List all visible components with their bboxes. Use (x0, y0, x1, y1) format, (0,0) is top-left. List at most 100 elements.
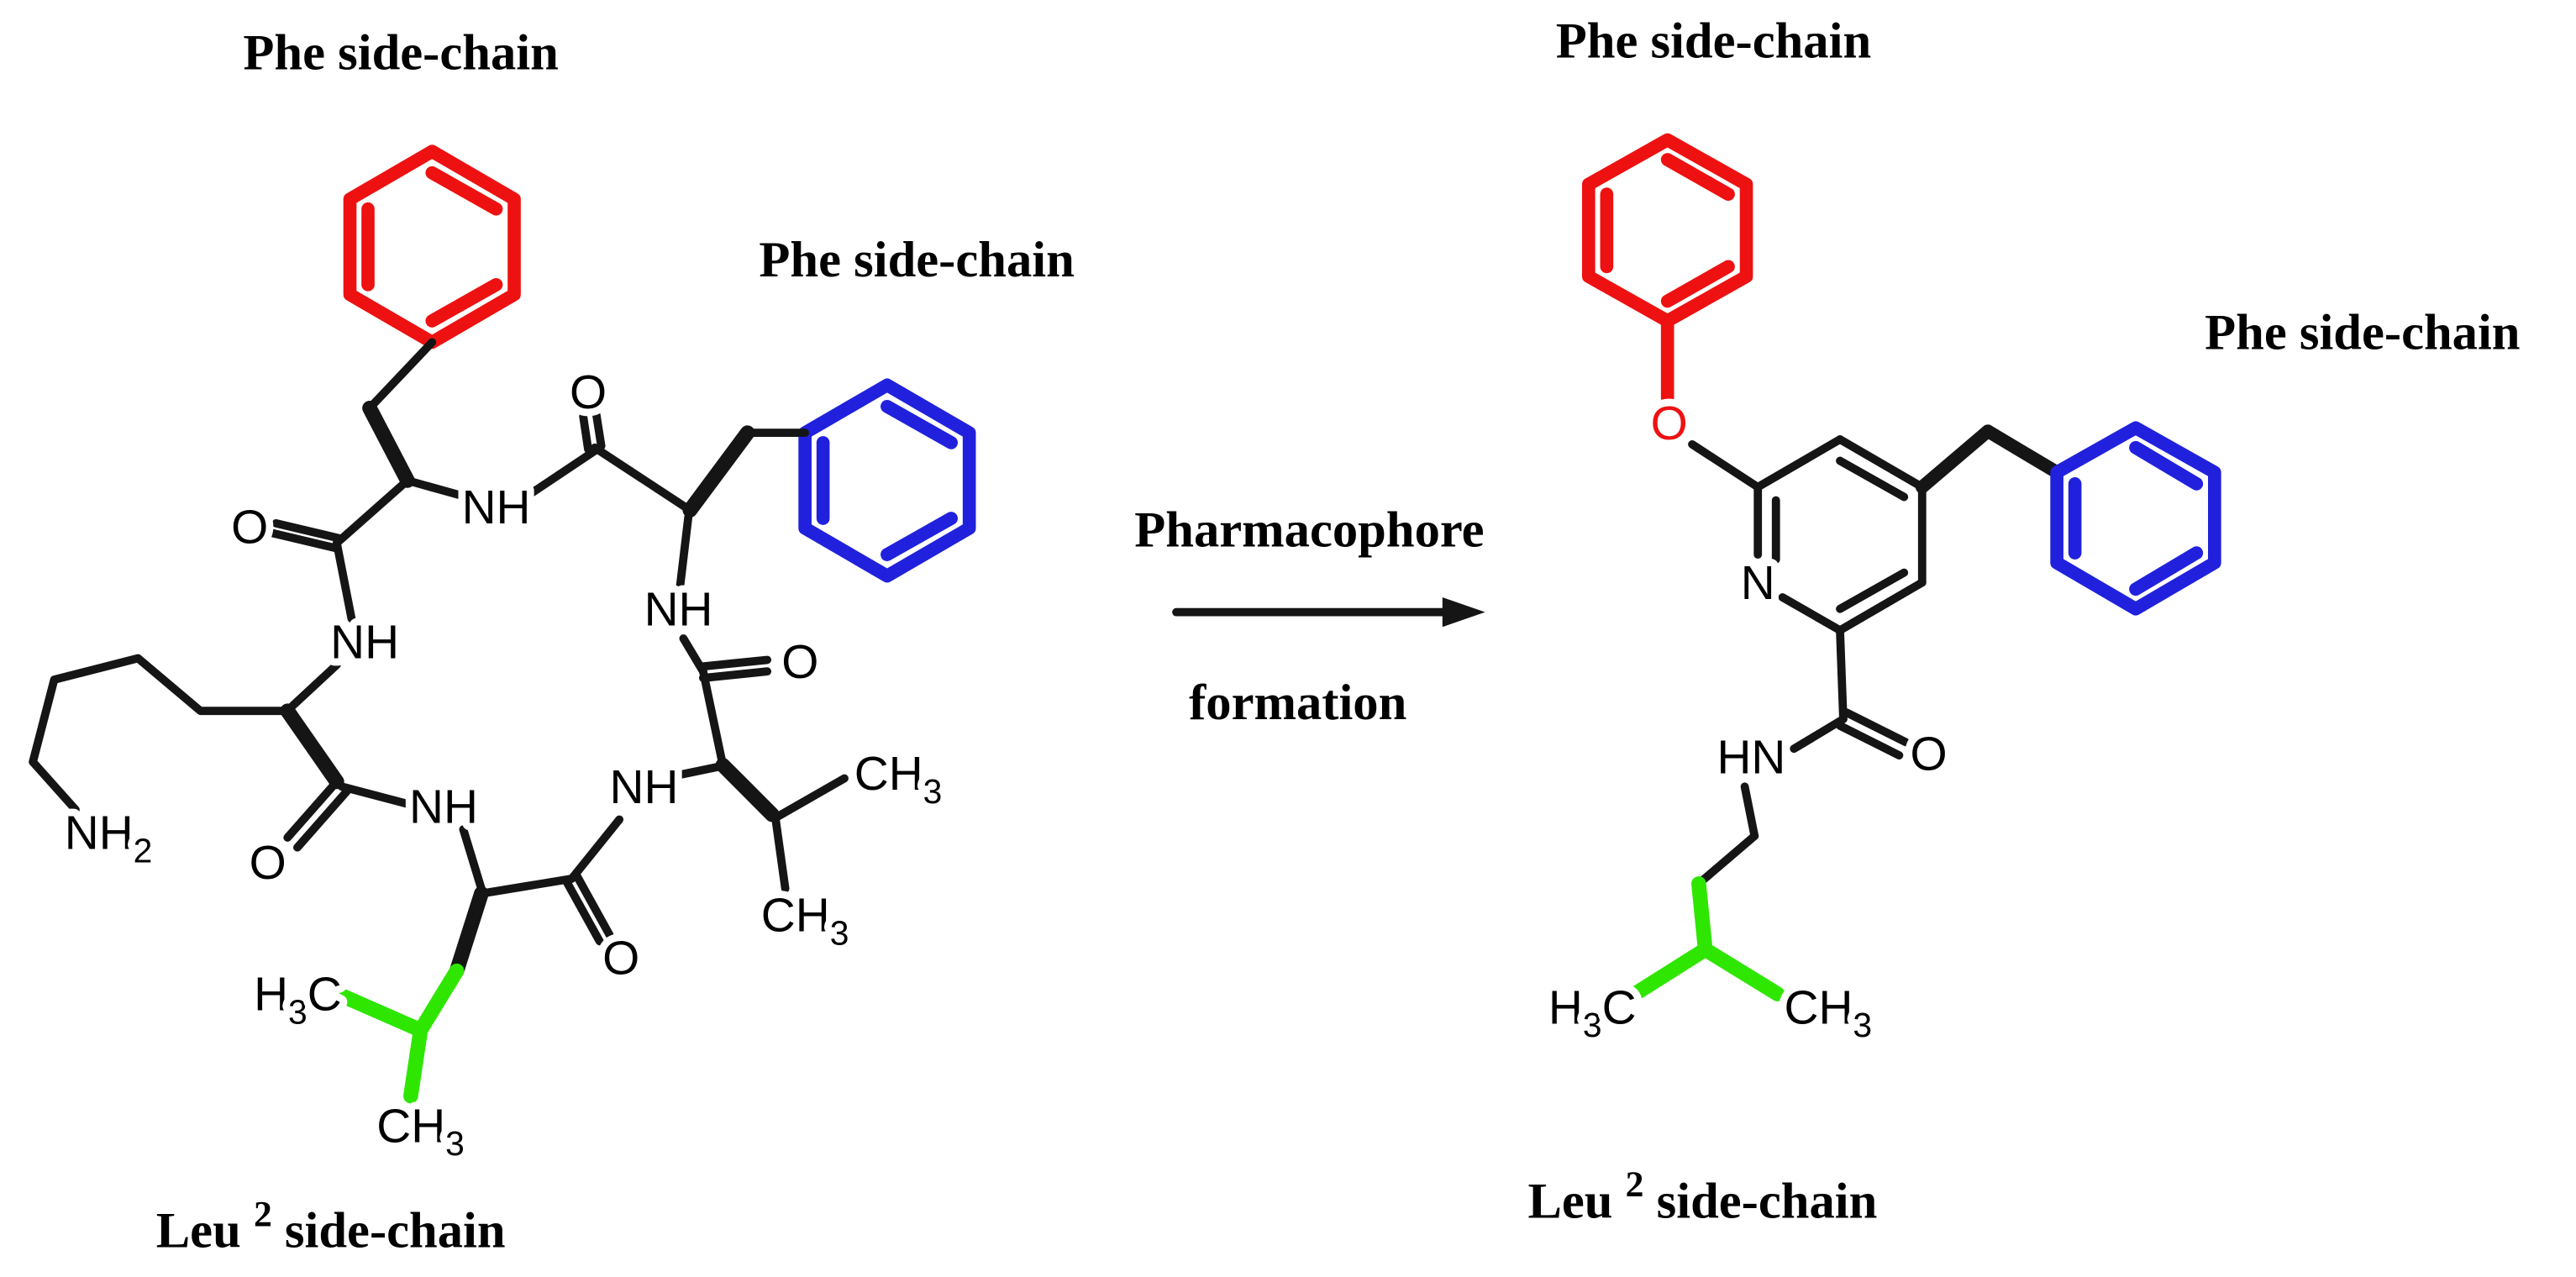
arrowhead-icon (1442, 597, 1485, 628)
atom-text: N (1741, 557, 1775, 610)
atom-text: HN (1716, 732, 1785, 785)
stereo-wedge-bonds (280, 400, 780, 979)
caption-leu-superscript: 2 (254, 1194, 272, 1234)
atom-nh-phe1: NH (462, 481, 531, 534)
aromatic-double-bond (1660, 260, 1735, 308)
atom-nh-lys: NH (330, 616, 399, 669)
left-molecule-cyclic-peptide (29, 145, 976, 1104)
atom-text: CH (1785, 981, 1853, 1034)
bond-line (337, 782, 415, 809)
bond-line (771, 813, 790, 893)
bond-line (567, 815, 624, 883)
atom-text: NH (644, 583, 713, 636)
carbonyl-double-bond (271, 518, 343, 543)
bond-line (676, 512, 693, 591)
bond-line (288, 660, 341, 711)
subscript: 3 (445, 1124, 465, 1163)
atom-text: O (602, 933, 639, 985)
subscript: 2 (134, 831, 153, 870)
pyridine-edge (1836, 578, 1927, 635)
subscript: 3 (923, 772, 943, 811)
carbonyl-double-bond (591, 410, 606, 450)
caption-right-phe-red: Phe side-chain (1556, 13, 1871, 70)
caption-left-phe-red: Phe side-chain (243, 24, 558, 81)
carbonyl-double-bond (1836, 721, 1904, 759)
aromatic-double-bond (881, 399, 958, 449)
leu-bond (1697, 942, 1785, 1001)
leu-bond (334, 988, 428, 1038)
aromatic-double-bond (1836, 456, 1909, 502)
subscript: 3 (1583, 1006, 1602, 1044)
atom-text: CH (376, 1100, 445, 1153)
subscript: 3 (1853, 1006, 1872, 1044)
carbonyl-double-bond (268, 528, 339, 553)
atom-text: NH (409, 780, 478, 833)
caption-right-leu: Leu 2 side-chain (1527, 1152, 1877, 1230)
atom-text: C (308, 969, 342, 1022)
peptide-backbone-bonds (29, 338, 849, 946)
caption-left-leu: Leu 2 side-chain (156, 1181, 506, 1259)
atom-nh-val: NH (610, 761, 679, 814)
bond-line (1688, 439, 1763, 491)
carbonyl-double-bond (283, 777, 341, 842)
wedge-bond (1915, 424, 1995, 494)
atom-ch3-leu: CH3 (376, 1100, 465, 1163)
atom-text: NH (65, 807, 134, 860)
pyridine-edge (1753, 435, 1844, 491)
atom-o-phe1-carbonyl: O (231, 501, 268, 554)
wedge-bond (715, 758, 780, 822)
aromatic-double-bond (881, 512, 958, 561)
atom-text: O (1651, 397, 1688, 450)
atom-h3c-leu: H3C (254, 969, 342, 1032)
atom-o-lys-carbonyl: O (250, 837, 287, 890)
wedge-bond (280, 703, 344, 790)
phe-red-benzene-ring-right (1582, 133, 1753, 405)
bond-line (771, 774, 849, 822)
carbonyl-double-bond (293, 787, 351, 852)
carbonyl-double-bond (562, 878, 604, 946)
atom-n-pyridine: N (1741, 557, 1775, 610)
atom-o-phe2-carbonyl: O (570, 366, 607, 419)
subscript: 3 (288, 992, 308, 1031)
bond-line (590, 443, 695, 515)
bond-line (1694, 832, 1759, 888)
bond-line (332, 476, 412, 548)
wedge-bond (362, 400, 415, 488)
bond-line (521, 446, 599, 502)
atom-text: NH (330, 616, 399, 669)
bond-line (1740, 782, 1759, 840)
atom-h3c-right: H3C (1548, 981, 1637, 1044)
atom-o-phenoxy: O (1651, 397, 1688, 450)
atom-text: O (250, 837, 287, 890)
leu-bond (1691, 876, 1713, 958)
atom-text: H (254, 969, 288, 1022)
atom-nh-phe2: NH (644, 583, 713, 636)
leu-bond (403, 1022, 428, 1104)
atom-text: O (781, 636, 818, 689)
atom-text: O (1911, 728, 1948, 781)
atom-o-leu-carbonyl: O (602, 933, 639, 985)
bond-line (1981, 424, 2063, 479)
aromatic-double-bond (425, 278, 503, 328)
phe-blue-benzene-ring-right (2050, 421, 2221, 616)
atom-text: H (1548, 981, 1583, 1034)
caption-right-phe-blue: Phe side-chain (2205, 304, 2520, 360)
carbonyl-double-bond (579, 412, 592, 454)
bond-line (699, 667, 728, 770)
atom-nh-leu: NH (409, 780, 478, 833)
atom-text: NH (610, 761, 679, 814)
subscript: 3 (830, 913, 849, 952)
bond-line (665, 762, 723, 781)
caption-leu-text-2: side-chain (1657, 1173, 1878, 1229)
carbonyl-double-bond (1842, 708, 1911, 747)
atom-o-val-carbonyl: O (781, 636, 818, 689)
aromatic-double-bond (2129, 546, 2204, 596)
bond-line (1790, 715, 1848, 754)
lysine-side-chain (29, 654, 292, 814)
leu-bond (1622, 942, 1713, 1005)
bond-line (332, 539, 356, 623)
atom-text: O (570, 366, 607, 419)
reaction-arrow (1172, 597, 1485, 628)
